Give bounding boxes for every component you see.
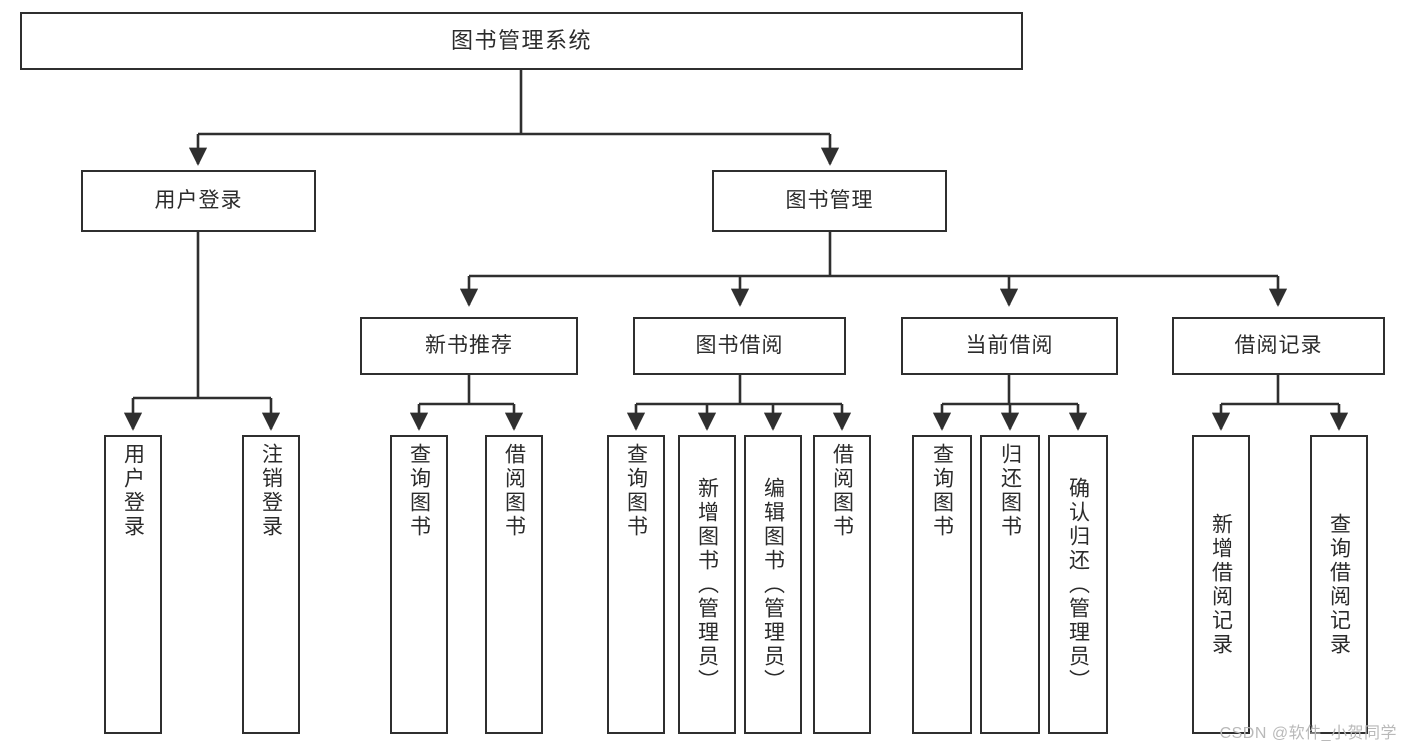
leaf-label-add-book-admin: 新增图书（管理员） [695,476,719,693]
node-book-manage[interactable]: 图书管理 [712,170,947,232]
leaf-query-borrow-record[interactable]: 查询借阅记录 [1310,435,1368,734]
node-label-new-book-recommend: 新书推荐 [425,333,513,357]
node-label-book-manage: 图书管理 [785,188,874,212]
leaf-label-add-borrow-record: 新增借阅记录 [1209,512,1233,657]
leaf-label-query-book-1: 查询图书 [407,443,431,539]
leaf-label-confirm-return-admin: 确认归还（管理员） [1066,476,1090,693]
leaf-logout-login[interactable]: 注销登录 [242,435,300,734]
leaf-label-return-book: 归还图书 [998,443,1022,539]
leaf-label-query-book-3: 查询图书 [930,443,954,539]
node-book-borrow[interactable]: 图书借阅 [633,317,846,375]
leaf-return-book[interactable]: 归还图书 [980,435,1040,734]
node-label-book-borrow: 图书借阅 [695,333,784,357]
leaf-add-borrow-record[interactable]: 新增借阅记录 [1192,435,1250,734]
leaf-query-book-3[interactable]: 查询图书 [912,435,972,734]
node-root-system[interactable]: 图书管理系统 [20,12,1023,70]
node-borrow-record[interactable]: 借阅记录 [1172,317,1385,375]
leaf-label-query-book-2: 查询图书 [624,443,648,539]
leaf-label-query-borrow-record: 查询借阅记录 [1327,512,1351,657]
leaf-user-login[interactable]: 用户登录 [104,435,162,734]
node-label-root: 图书管理系统 [450,28,592,54]
node-new-book-recommend[interactable]: 新书推荐 [360,317,578,375]
node-label-user-login: 用户登录 [154,188,243,212]
leaf-borrow-book-2[interactable]: 借阅图书 [813,435,871,734]
csdn-watermark: CSDN @软件_小贺同学 [1219,725,1397,742]
leaf-query-book-1[interactable]: 查询图书 [390,435,448,734]
leaf-query-book-2[interactable]: 查询图书 [607,435,665,734]
node-label-current-borrow: 当前借阅 [965,333,1054,357]
leaf-label-borrow-book-2: 借阅图书 [830,443,854,539]
leaf-add-book-admin[interactable]: 新增图书（管理员） [678,435,736,734]
node-current-borrow[interactable]: 当前借阅 [901,317,1118,375]
node-label-borrow-record: 借阅记录 [1234,333,1323,357]
leaf-label-edit-book-admin: 编辑图书（管理员） [761,476,785,693]
leaf-borrow-book-1[interactable]: 借阅图书 [485,435,543,734]
leaf-confirm-return-admin[interactable]: 确认归还（管理员） [1048,435,1108,734]
node-user-login[interactable]: 用户登录 [81,170,316,232]
leaf-label-logout-login: 注销登录 [259,443,283,539]
leaf-label-user-login: 用户登录 [121,443,145,539]
leaf-label-borrow-book-1: 借阅图书 [502,443,526,539]
leaf-edit-book-admin[interactable]: 编辑图书（管理员） [744,435,802,734]
